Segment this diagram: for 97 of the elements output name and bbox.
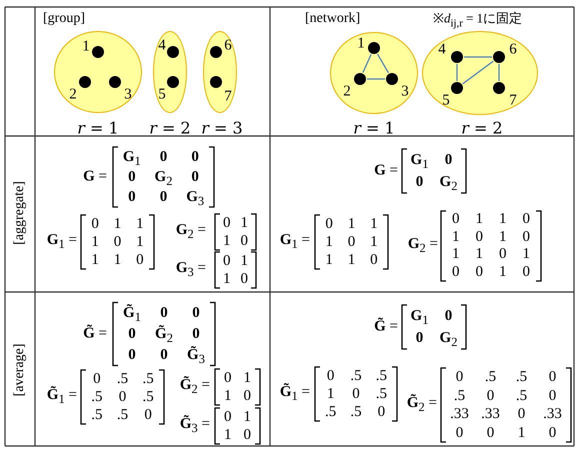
vertex-number: 4 — [158, 38, 166, 54]
group-index-label: r = 1 — [77, 118, 119, 138]
group-index-label: r = 3 — [201, 118, 243, 138]
matrix-name: G̃$_{1}$ = — [280, 384, 310, 404]
matrix-row-text: 1 0 — [223, 426, 252, 444]
row-header: [aggregate] — [12, 181, 28, 245]
connector-line — [462, 60, 494, 84]
matrix-name: G$_{1}$ = — [46, 232, 77, 252]
matrix-row-text: 0 1 — [222, 214, 249, 232]
matrix-row-text: 0 1 — [222, 252, 249, 270]
matrix-name: G̃$_{1}$ = — [46, 387, 77, 407]
group-index-label: r = 2 — [149, 118, 191, 138]
vertex-number: 5 — [158, 86, 166, 104]
matrix-row-text: 0 1 1 — [324, 215, 379, 233]
matrix-row-text: 0 .5 .5 0 — [454, 368, 558, 386]
matrix-row-text: .5 .5 0 — [324, 403, 386, 421]
matrix-row-text: .33 .33 0 .33 — [449, 405, 563, 424]
connector-line — [498, 64, 500, 81]
vertex-dot — [167, 76, 179, 88]
matrix-row-text: 0 1 1 — [90, 215, 145, 233]
matrix-row-text: G$_{1}$ 0 0 — [122, 148, 200, 167]
matrix-row-text: 1 0 — [222, 232, 249, 250]
vertex-number: 7 — [509, 92, 517, 110]
matrix-name: G = — [374, 162, 398, 180]
vertex-dot — [354, 73, 366, 85]
vertex-dot — [493, 82, 505, 94]
matrix-row-text: 1 1 0 — [90, 251, 145, 269]
vertex-number: 1 — [82, 38, 90, 56]
matrix-name: G$_{1}$ = — [280, 232, 310, 252]
matrix-row-text: 0 G$_{2}$ — [414, 173, 458, 193]
vertex-dot — [210, 76, 222, 88]
matrix-row-text: 0 0 G̃$_{3}$ — [127, 345, 206, 366]
vertex-dot — [79, 76, 91, 88]
vertex-dot — [386, 73, 398, 85]
matrix-row-text: 1 1 0 1 — [451, 246, 531, 264]
connector-line — [456, 64, 458, 81]
matrix-row-text: 0 .5 .5 — [326, 367, 388, 385]
connector-line — [464, 56, 492, 58]
vertex-number: 4 — [438, 42, 446, 58]
vertex-dot — [92, 46, 104, 58]
vertex-number: 2 — [343, 84, 351, 100]
column-header: [group] — [43, 11, 85, 27]
matrix-name: G$_{2}$ = — [176, 222, 206, 242]
matrix-row-text: 1 1 0 — [324, 251, 379, 269]
matrix-row-text: 0 1 1 0 — [451, 211, 531, 228]
column-header: [network] — [305, 11, 360, 27]
matrix-name: G̃$_{2}$ = — [180, 377, 210, 397]
matrix-row-text: 1 0 1 0 — [451, 228, 531, 246]
matrix-row-text: 0 0 G$_{3}$ — [127, 188, 206, 207]
vertex-dot — [167, 46, 179, 58]
matrix-name: G = — [83, 168, 107, 186]
matrix-row-text: .5 0 .5 0 — [452, 386, 558, 405]
matrix-name: G̃$_{3}$ = — [180, 416, 210, 436]
matrix-row-text: 1 0 — [222, 270, 249, 288]
connector-line — [377, 54, 389, 74]
vertex-number: 2 — [69, 86, 77, 104]
vertex-number: 7 — [224, 88, 232, 106]
vertex-number: 6 — [224, 38, 232, 54]
matrix-name: G$_{3}$ = — [176, 260, 206, 280]
matrix-row-text: 0 G$_{2}$ 0 — [127, 168, 200, 187]
matrix-row-text: 0 0 1 0 — [451, 264, 531, 281]
matrix-row-text: 1 0 1 — [324, 233, 379, 251]
column-header: ※d$_{ij,r}$ = 1に固定 — [433, 10, 522, 30]
matrix-row-text: .5 0 .5 — [90, 388, 155, 406]
matrix-row-text: .5 .5 0 — [90, 406, 153, 424]
matrix-row-text: 0 0 1 0 — [454, 424, 558, 442]
row-header: [average] — [12, 344, 28, 396]
matrix-row-text: G̃$_{1}$ 0 0 — [122, 303, 201, 324]
matrix-name: G̃ = — [374, 318, 398, 336]
matrix-row-text: 1 0 1 — [90, 233, 145, 251]
matrix-name: G$_{2}$ = — [408, 236, 438, 256]
matrix-row-text: G$_{1}$ 0 — [410, 151, 454, 171]
vertex-dot — [368, 42, 380, 54]
connector-line — [367, 78, 385, 80]
matrix-row-text: 1 0 .5 — [326, 385, 388, 403]
vertex-dot — [210, 46, 222, 58]
vertex-number: 5 — [442, 92, 450, 110]
matrix-row-text: 0 .5 .5 — [92, 370, 155, 388]
group-index-label: r = 1 — [353, 118, 395, 138]
vertex-number: 3 — [124, 86, 132, 104]
matrix-row-text: G$_{1}$ 0 — [410, 307, 454, 327]
vertex-dot — [493, 51, 505, 63]
matrix-name: G̃ = — [83, 326, 107, 342]
connector-line — [362, 54, 372, 73]
matrix-row-text: 0 G$_{2}$ — [414, 329, 458, 349]
vertex-number: 6 — [509, 42, 517, 58]
vertex-dot — [451, 82, 463, 94]
vertex-number: 3 — [401, 84, 409, 100]
vertex-number: 1 — [357, 36, 365, 52]
group-index-label: r = 2 — [461, 118, 503, 138]
vertex-dot — [451, 51, 463, 63]
matrix-row-text: 0 1 — [223, 369, 252, 387]
matrix-row-text: 1 0 — [223, 387, 252, 405]
matrix-row-text: 0 G̃$_{2}$ 0 — [127, 324, 201, 344]
matrix-name: G̃$_{2}$ = — [406, 395, 437, 415]
vertex-dot — [109, 76, 121, 88]
matrix-row-text: 0 1 — [223, 408, 252, 426]
